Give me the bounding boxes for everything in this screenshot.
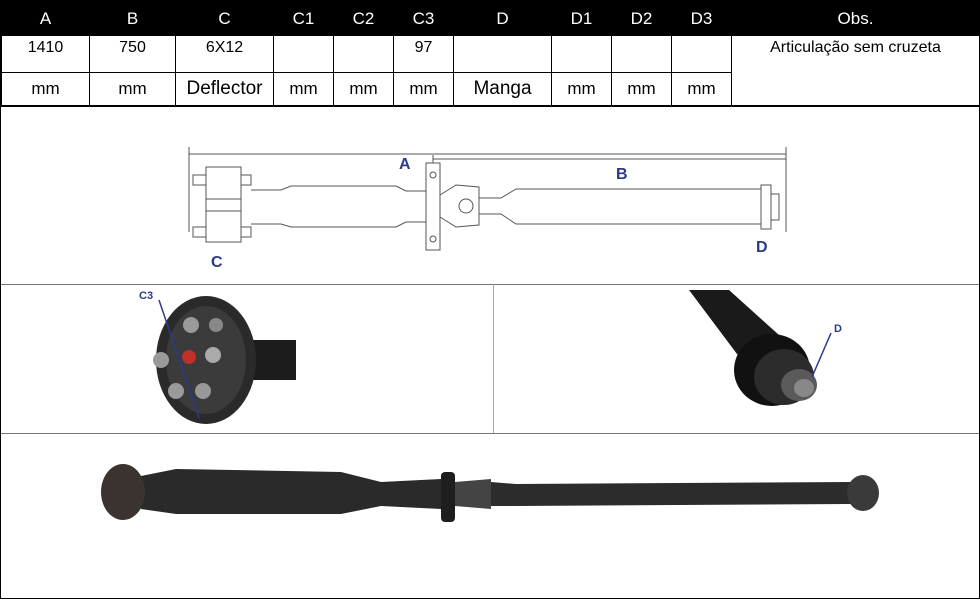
header-b: B <box>89 1 176 36</box>
value-b: 750 <box>89 35 176 73</box>
unit-b: mm <box>89 72 176 106</box>
value-d3 <box>671 35 732 73</box>
spec-table: A B C C1 C2 C3 D D1 D2 D3 Obs. 1410 750 … <box>1 1 980 106</box>
obs-note: Articulação sem cruzeta <box>731 35 980 106</box>
driveshaft-photo-panel <box>1 433 979 599</box>
shaft-diagram-panel: A B C D <box>1 106 979 284</box>
flex-disc-label-c3: C3 <box>139 290 153 302</box>
flex-disc-photo-panel: C3 <box>1 284 494 433</box>
header-c1: C1 <box>273 1 334 36</box>
flex-disc-photo: C3 <box>139 290 296 424</box>
sleeve-photo: D <box>689 290 842 406</box>
value-c: 6X12 <box>175 35 274 73</box>
header-obs: Obs. <box>731 1 980 36</box>
unit-d1: mm <box>551 72 612 106</box>
unit-c1: mm <box>273 72 334 106</box>
header-c3: C3 <box>393 1 454 36</box>
spec-values-row: 1410 750 6X12 97 Articulação sem cruzeta <box>1 35 980 106</box>
unit-d2: mm <box>611 72 672 106</box>
spec-units-row: mm mm Deflector mm mm mm Manga mm mm mm <box>1 72 980 106</box>
driveshaft-photo <box>101 464 879 522</box>
value-a: 1410 <box>1 35 90 73</box>
value-c1 <box>273 35 334 73</box>
header-a: A <box>1 1 90 36</box>
value-d <box>453 35 552 73</box>
sleeve-photo-panel: D <box>494 284 979 433</box>
header-d3: D3 <box>671 1 732 36</box>
diagram-label-c: C <box>211 254 223 271</box>
shaft-diagram: A B C D <box>188 147 787 271</box>
unit-d: Manga <box>453 72 552 106</box>
sleeve-label-d: D <box>834 323 842 335</box>
header-d1: D1 <box>551 1 612 36</box>
unit-c: Deflector <box>175 72 274 106</box>
value-d2 <box>611 35 672 73</box>
diagram-label-a: A <box>399 156 411 173</box>
header-c: C <box>175 1 274 36</box>
header-c2: C2 <box>333 1 394 36</box>
header-d: D <box>453 1 552 36</box>
unit-d3: mm <box>671 72 732 106</box>
value-c3: 97 <box>393 35 454 73</box>
diagram-label-d: D <box>756 239 768 256</box>
spec-header-row: A B C C1 C2 C3 D D1 D2 D3 Obs. <box>1 1 980 36</box>
value-c2 <box>333 35 394 73</box>
unit-c2: mm <box>333 72 394 106</box>
unit-a: mm <box>1 72 90 106</box>
value-d1 <box>551 35 612 73</box>
diagram-label-b: B <box>616 166 628 183</box>
header-d2: D2 <box>611 1 672 36</box>
unit-c3: mm <box>393 72 454 106</box>
